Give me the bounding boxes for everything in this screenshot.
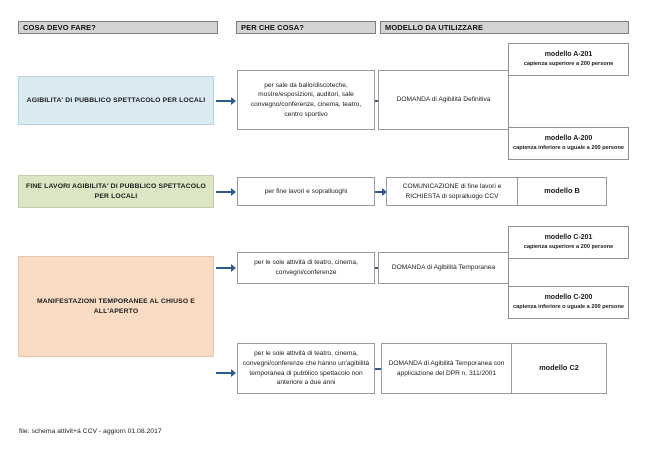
- purpose-box-row1[interactable]: per sale da ballo/discoteche, mostre/esp…: [237, 70, 375, 130]
- model-subtitle: capienza inferiore o uguale a 200 person…: [513, 144, 624, 151]
- column-header-label: COSA DEVO FARE?: [23, 23, 96, 32]
- arrow-category-to-purpose-row3-branch1: [216, 263, 236, 272]
- purpose-label: per le sole attività di teatro, cinema, …: [242, 350, 370, 387]
- request-box-row3-branch2[interactable]: DOMANDA di Agibilità Temporanea con appl…: [381, 343, 512, 394]
- arrow-category-to-purpose-row1: [216, 96, 236, 105]
- model-title: modello C2: [539, 363, 579, 373]
- model-box-c-200[interactable]: modello C-200 capienza inferiore o ugual…: [508, 286, 629, 319]
- arrow-head: [231, 263, 236, 272]
- request-label: COMUNICAZIONE di fine lavori e RICHIESTA…: [402, 182, 502, 200]
- purpose-label: per sale da ballo/discoteche, mostre/esp…: [250, 81, 362, 118]
- category-label: FINE LAVORI AGIBILITA' DI PUBBLICO SPETT…: [26, 182, 206, 200]
- arrow-shaft: [216, 99, 231, 102]
- request-box-row2[interactable]: COMUNICAZIONE di fine lavori e RICHIESTA…: [386, 177, 518, 206]
- arrow-shaft: [216, 266, 231, 269]
- request-label: DOMANDA di Agibilità Temporanea: [391, 264, 496, 272]
- model-title: modello A-201: [544, 51, 593, 59]
- request-label: DOMANDA di Agibilità Temporanea con appl…: [388, 359, 505, 377]
- request-label: DOMANDA di Agibilità Definitiva: [396, 96, 491, 104]
- model-column-spine-row3: [508, 226, 509, 319]
- purpose-box-row2[interactable]: per fine lavori e sopralluoghi: [237, 177, 375, 206]
- column-header-per-che-cosa: PER CHE COSA?: [236, 21, 376, 34]
- purpose-box-row3-branch2[interactable]: per le sole attività di teatro, cinema, …: [237, 343, 375, 394]
- model-column-spine-row1: [508, 43, 509, 160]
- category-box-manifestazioni-temporanee[interactable]: MANIFESTAZIONI TEMPORANEE AL CHIUSO E AL…: [18, 256, 214, 357]
- arrow-shaft: [216, 371, 231, 374]
- purpose-label: per le sole attività di teatro, cinema, …: [254, 259, 358, 276]
- model-box-c-201[interactable]: modello C-201 capienza superiore a 200 p…: [508, 226, 629, 259]
- column-header-label: PER CHE COSA?: [241, 23, 304, 32]
- arrow-head: [231, 96, 236, 105]
- request-box-row3-branch1[interactable]: DOMANDA di Agibilità Temporanea: [378, 252, 509, 284]
- model-subtitle: capienza superiore a 200 persone: [523, 60, 614, 67]
- arrow-purpose-to-request-row2: [375, 187, 387, 196]
- category-box-fine-lavori[interactable]: FINE LAVORI AGIBILITA' DI PUBBLICO SPETT…: [18, 175, 214, 208]
- model-title: modello A-200: [544, 135, 593, 143]
- category-box-agibilita-locali[interactable]: AGIBILITA' DI PUBBLICO SPETTACOLO PER LO…: [18, 76, 214, 125]
- purpose-label: per fine lavori e sopralluoghi: [264, 187, 348, 195]
- model-box-a-200[interactable]: modello A-200 capienza inferiore o ugual…: [508, 127, 629, 160]
- model-box-b[interactable]: modello B: [517, 177, 607, 206]
- arrow-shaft: [375, 367, 382, 370]
- model-box-c2[interactable]: modello C2: [511, 343, 607, 394]
- footer-note: file: schema attivit+á CCV - aggiorn 01.…: [19, 428, 162, 435]
- purpose-box-row3-branch1[interactable]: per le sole attività di teatro, cinema, …: [237, 252, 375, 284]
- model-subtitle: capienza superiore a 200 persone: [523, 243, 614, 250]
- arrow-head: [231, 187, 236, 196]
- model-title: modello C-201: [544, 234, 593, 242]
- model-subtitle: capienza inferiore o uguale a 200 person…: [513, 303, 624, 310]
- request-box-row1[interactable]: DOMANDA di Agibilità Definitiva: [378, 70, 509, 130]
- arrow-shaft: [216, 190, 231, 193]
- arrow-head: [382, 187, 387, 196]
- category-label: AGIBILITA' DI PUBBLICO SPETTACOLO PER LO…: [26, 96, 206, 104]
- column-header-label: MODELLO DA UTILIZZARE: [385, 23, 484, 32]
- column-header-modello-da-utilizzare: MODELLO DA UTILIZZARE: [380, 21, 629, 34]
- arrow-category-to-purpose-row2: [216, 187, 236, 196]
- model-box-a-201[interactable]: modello A-201 capienza superiore a 200 p…: [508, 43, 629, 76]
- arrow-head: [231, 368, 236, 377]
- column-header-cosa-devo-fare: COSA DEVO FARE?: [18, 21, 218, 34]
- model-title: modello C-200: [544, 294, 593, 302]
- model-title: modello B: [544, 186, 580, 196]
- arrow-shaft: [375, 190, 382, 193]
- arrow-category-to-purpose-row3-branch2: [216, 368, 236, 377]
- category-label: MANIFESTAZIONI TEMPORANEE AL CHIUSO E AL…: [37, 297, 195, 315]
